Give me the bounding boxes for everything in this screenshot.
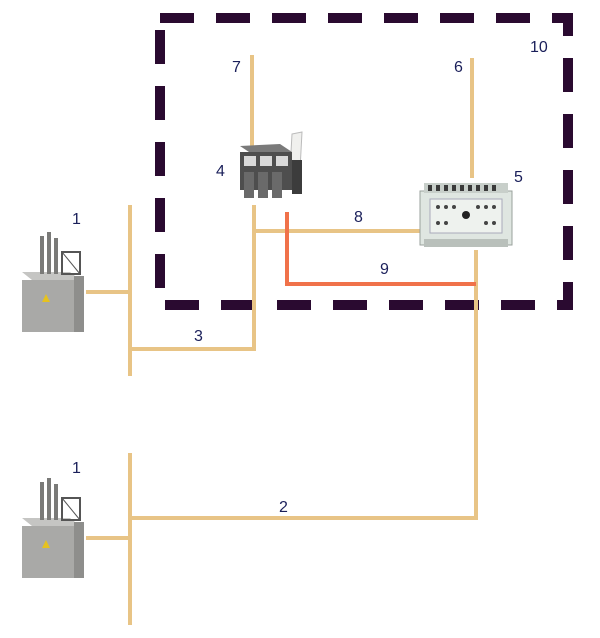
label-line-9: 9 [380,261,389,278]
line-3 [130,205,256,351]
label-line-3: 3 [194,328,203,345]
relay-controller-icon [419,183,513,247]
label-enclosure-10: 10 [530,39,548,56]
label-line-6: 6 [454,59,463,76]
transformer-substation-icon [22,232,84,332]
label-line-7: 7 [232,59,241,76]
label-line-8: 8 [354,209,363,226]
line-2 [130,250,478,520]
enclosure-border [155,13,573,310]
label-substation-bottom: 1 [72,460,81,477]
circuit-breaker-icon [240,131,303,198]
transformer-substation-icon [22,478,84,578]
label-line-2: 2 [279,499,288,516]
line-9 [285,212,476,286]
label-substation-top: 1 [72,211,81,228]
label-switch-4: 4 [216,163,225,180]
wires [86,55,478,625]
label-controller-5: 5 [514,169,523,186]
